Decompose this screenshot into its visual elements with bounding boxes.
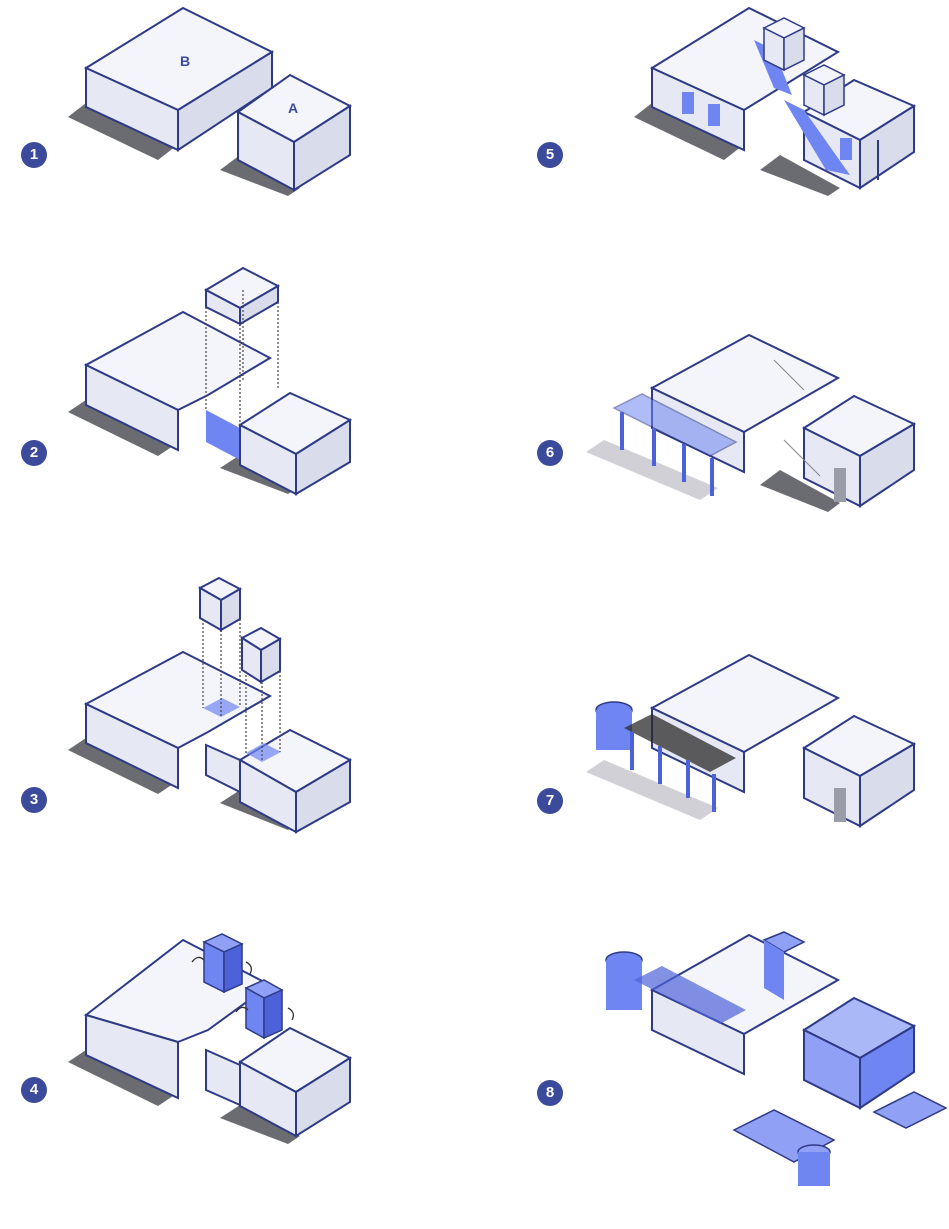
step-badge-4: 4: [21, 1077, 47, 1103]
door: [840, 138, 852, 160]
diagram-step-8: 8: [474, 930, 948, 1229]
diagram-step-6: 6: [474, 320, 948, 619]
volume-label-a: A: [288, 100, 298, 116]
massing-step-2: [0, 250, 474, 549]
cylinder-body: [606, 960, 642, 1010]
step-badge-6: 6: [537, 440, 563, 466]
step-badge-5: 5: [537, 142, 563, 168]
massing-step-6: [474, 320, 948, 619]
massing-step-8: [474, 930, 948, 1196]
step-badge-7: 7: [537, 788, 563, 814]
door: [834, 788, 846, 822]
cylinder-body: [596, 710, 632, 750]
link-volume: [206, 745, 240, 792]
tower-1-right: [224, 944, 242, 992]
diagram-step-7: 7: [474, 640, 948, 939]
diagram-step-3: 3: [0, 570, 474, 869]
step-badge-2: 2: [21, 440, 47, 466]
door: [834, 468, 846, 502]
massing-step-4: [0, 900, 474, 1199]
volume-label-b: B: [180, 53, 190, 69]
diagram-step-2: 2: [0, 250, 474, 549]
diagram-step-5: 5: [474, 0, 948, 299]
massing-step-3: [0, 570, 474, 869]
step-badge-1: 1: [21, 142, 47, 168]
step-badge-8: 8: [537, 1080, 563, 1106]
tank-body: [798, 1152, 830, 1186]
door: [682, 92, 694, 114]
door: [708, 104, 720, 126]
tower-2-right: [264, 990, 282, 1038]
step-badge-3: 3: [21, 787, 47, 813]
highlight-core: [206, 410, 240, 460]
link-volume: [206, 1050, 240, 1105]
diagram-step-4: 4: [0, 900, 474, 1199]
pool-small: [874, 1092, 946, 1128]
